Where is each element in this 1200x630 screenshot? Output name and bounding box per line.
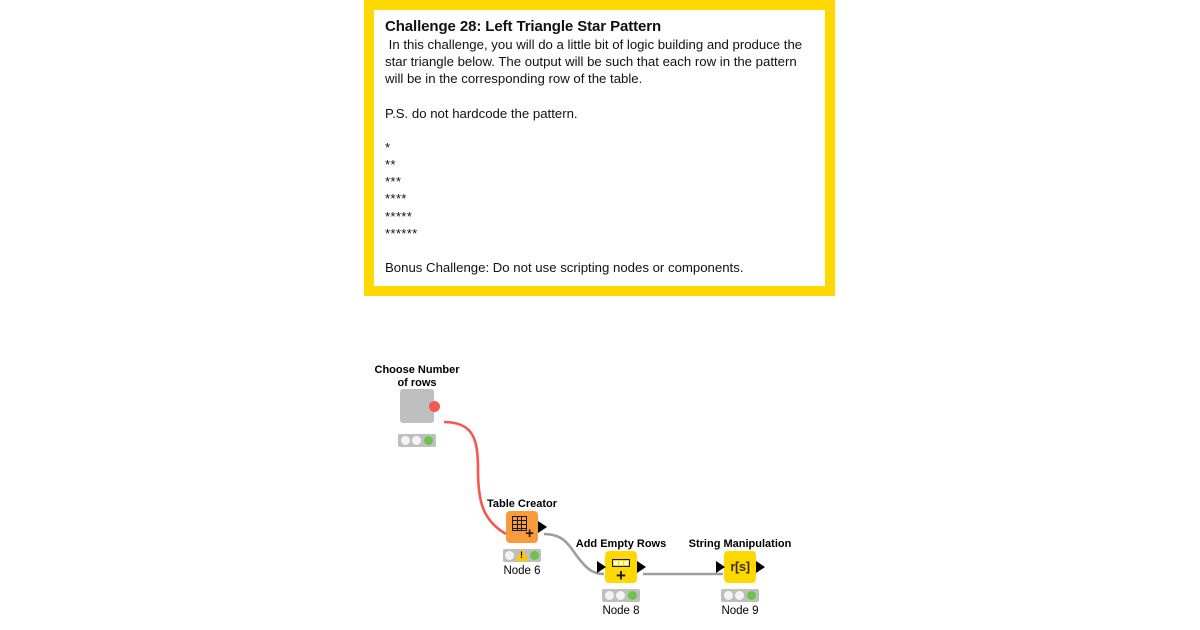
status-dot-configured-icon	[412, 436, 422, 445]
node-body-table-creator[interactable]: +	[506, 510, 547, 543]
node-table-creator[interactable]: Table Creator + Node 6	[462, 498, 582, 578]
challenge-title: Challenge 28: Left Triangle Star Pattern	[385, 18, 662, 35]
node-port-in-data-icon	[597, 560, 606, 573]
status-bar-choose-number-of-rows	[398, 434, 436, 447]
node-title-add-empty-rows: Add Empty Rows	[575, 538, 667, 550]
challenge-description-text: In this challenge, you will do a little …	[385, 37, 806, 87]
node-id-table-creator: Node 6	[503, 564, 541, 577]
status-dot-executed-icon	[529, 550, 539, 560]
challenge-card-content: Challenge 28: Left Triangle Star Pattern…	[374, 10, 825, 276]
status-dot-executed-icon	[627, 590, 637, 600]
node-title-choose-number-of-rows: Choose Number of rows	[374, 364, 460, 389]
node-box-choose-number-of-rows[interactable]	[400, 389, 440, 423]
status-dot-configured-icon	[616, 590, 626, 600]
status-dot-executed-icon	[423, 436, 433, 445]
plus-icon: +	[616, 565, 626, 585]
node-box-table-creator[interactable]: +	[506, 510, 547, 543]
status-bar-add-empty-rows	[602, 588, 640, 602]
node-box-add-empty-rows[interactable]: +	[597, 550, 646, 585]
node-port-out-data-icon	[637, 560, 646, 573]
node-port-out-data-icon	[538, 520, 547, 533]
node-string-manipulation[interactable]: String Manipulation r[s] Node 9	[680, 538, 800, 618]
node-id-add-empty-rows: Node 8	[602, 604, 640, 617]
status-dot-idle-icon	[401, 436, 411, 445]
node-box-string-manipulation[interactable]: r[s]	[716, 550, 765, 583]
node-id-string-manipulation: Node 9	[721, 604, 759, 617]
status-dot-configured-icon	[735, 590, 745, 600]
challenge-ps-note: P.S. do not hardcode the pattern.	[385, 105, 578, 121]
add-rows-icon	[612, 558, 630, 567]
challenge-bonus-text: Bonus Challenge: Do not use scripting no…	[385, 260, 744, 276]
string-manipulation-icon: r[s]	[730, 559, 750, 574]
node-title-string-manipulation: String Manipulation	[688, 538, 792, 550]
node-add-empty-rows[interactable]: Add Empty Rows + Node 8	[561, 538, 681, 618]
node-title-table-creator: Table Creator	[486, 498, 558, 510]
status-dot-idle-icon	[724, 590, 734, 600]
node-port-out-flowvar-icon	[429, 400, 440, 412]
star-pattern-sample: * ** *** **** ***** ******	[385, 139, 418, 241]
node-body-add-empty-rows[interactable]: +	[597, 550, 646, 585]
plus-icon: +	[525, 524, 534, 542]
status-dot-idle-icon	[605, 590, 615, 600]
status-bar-string-manipulation	[721, 588, 759, 602]
node-port-out-data-icon	[756, 560, 765, 573]
node-body-string-manipulation[interactable]: r[s]	[716, 550, 765, 583]
node-port-in-data-icon	[716, 560, 725, 573]
status-dot-executed-icon	[746, 590, 756, 600]
node-choose-number-of-rows[interactable]: Choose Number of rows	[357, 364, 477, 447]
status-bar-table-creator	[503, 548, 541, 562]
challenge-description-card: Challenge 28: Left Triangle Star Pattern…	[364, 0, 835, 296]
node-body-choose-number-of-rows[interactable]	[400, 389, 440, 423]
status-dot-idle-icon	[505, 550, 515, 560]
warning-triangle-icon	[514, 548, 529, 561]
table-create-icon	[511, 516, 527, 531]
